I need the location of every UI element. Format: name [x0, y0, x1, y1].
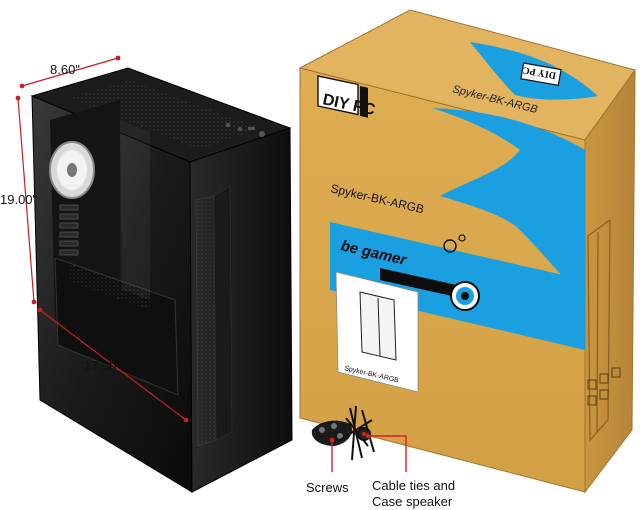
height-dimension-label: 19.00": [0, 192, 38, 207]
box-lion-logo: [450, 281, 480, 311]
screws-caption: Screws: [306, 480, 349, 495]
case-top-mesh: [70, 80, 260, 150]
box-product-label: [335, 271, 419, 393]
cable-caption-line-1: Cable ties and: [372, 478, 456, 493]
accessories-cable-ties: [339, 405, 375, 461]
width-dimension-label: 8.60": [50, 62, 80, 77]
rear-fan: [49, 141, 95, 199]
front-io-ports: [225, 122, 265, 137]
box-front-logo: [317, 75, 368, 118]
retail-box: [298, 9, 636, 494]
front-mesh-strip: [195, 195, 217, 447]
box-side: [584, 68, 636, 494]
dimension-lines: [15, 55, 189, 423]
box-blue-graphic: [432, 108, 585, 300]
expansion-slots: [59, 204, 79, 256]
cable-caption: Cable ties and Case speaker: [372, 478, 455, 510]
box-shipping-icons: [587, 367, 621, 406]
box-top-logo: [520, 62, 562, 87]
depth-dimension-label: 17.00": [84, 358, 122, 373]
pc-case: [30, 67, 293, 493]
cable-caption-line-2: Case speaker: [372, 494, 453, 509]
box-side-case-outline: [587, 218, 611, 442]
accessory-pointers: [329, 433, 407, 472]
